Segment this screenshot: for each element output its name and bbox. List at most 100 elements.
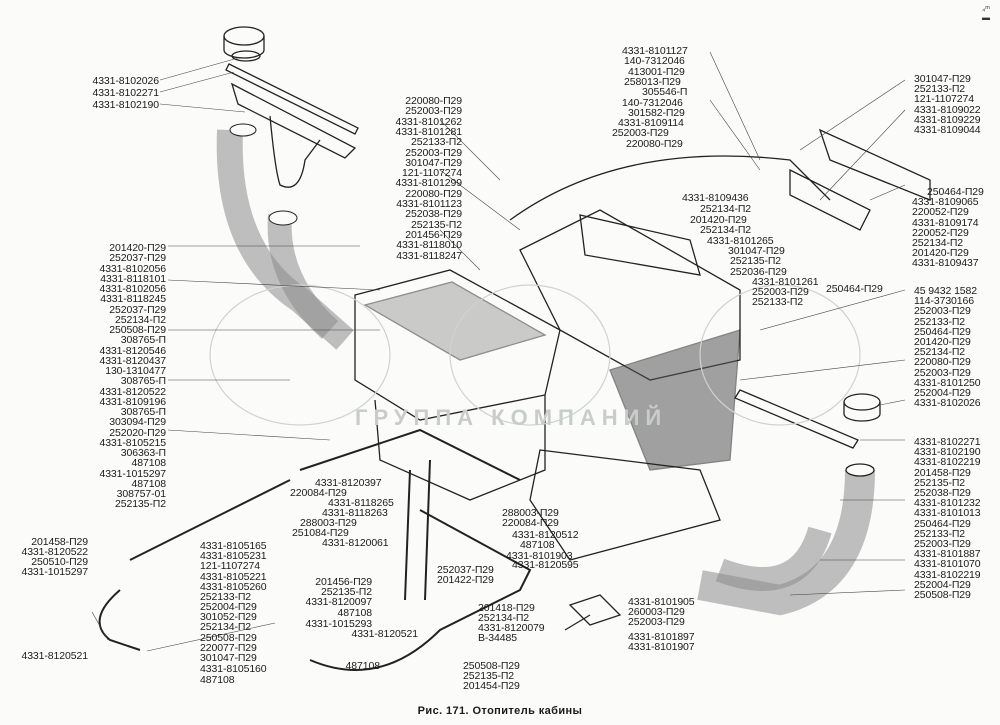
part-label: 487108 — [345, 660, 381, 672]
part-label: 252003-П29 — [612, 127, 669, 140]
leader-lines — [91, 51, 906, 652]
part-label: 4331-8118263 — [322, 507, 388, 519]
part-label: 220052-П29 — [912, 206, 969, 219]
pin — [564, 614, 591, 631]
part-label: 4331-8109174 — [912, 216, 979, 229]
part-label: 4331-8105221 — [200, 571, 267, 583]
part-label: 308757-01 — [116, 488, 166, 500]
figure-caption: Рис. 171. Отопитель кабины — [417, 705, 583, 717]
part-label: 4331-8105160 — [200, 663, 267, 675]
part-label: 4331-8120522 — [99, 385, 166, 398]
part-label: 4331-8102056 — [99, 262, 166, 275]
part-label: 250464-П29 — [914, 517, 971, 530]
part-label: 252134-П2 — [914, 346, 966, 359]
part-label: 4331-8101281 — [395, 125, 462, 138]
part-label: 4331-8109044 — [914, 124, 981, 136]
part-label: 4331-8120522 — [21, 546, 88, 558]
part-label: 4331-8109436 — [682, 192, 749, 204]
part-label: 252135-П2 — [914, 476, 966, 489]
part-label: 260003-П29 — [628, 606, 685, 618]
part-label: 4331-8120079 — [478, 622, 545, 634]
part-label: 252135-П2 — [463, 670, 515, 682]
part-label: 288003-П29 — [300, 517, 357, 529]
part-label: 201420-П29 — [914, 336, 971, 348]
part-label: 4331-8101250 — [914, 376, 981, 389]
part-label: 252003-П29 — [914, 538, 971, 550]
part-label: 252037-П29 — [437, 564, 494, 576]
part-label: 252003-П29 — [405, 146, 462, 159]
part-label: 4331-8102271 — [92, 87, 159, 99]
deflector-cap-right — [734, 389, 881, 449]
corrugated-hose-left — [216, 123, 354, 350]
part-label: 201454-П29 — [463, 680, 520, 692]
part-label: 4331-8120546 — [99, 344, 166, 357]
part-label: 4331-8101013 — [914, 507, 981, 520]
part-label: 487108 — [131, 477, 167, 490]
air-duct-bar-top-left — [225, 63, 359, 188]
heater-housing-center — [519, 209, 741, 561]
part-label: 201420-П29 — [912, 247, 969, 260]
part-label: 308765-П — [120, 375, 166, 388]
part-label: 4331-8101261 — [752, 276, 819, 288]
part-label: 201456-П29 — [315, 576, 372, 588]
part-label: 4331-8102026 — [92, 75, 159, 87]
part-label: 4331-8101070 — [914, 558, 981, 571]
part-label: 4331-8120437 — [99, 354, 166, 367]
part-label: 252003-П29 — [628, 616, 685, 628]
part-label: 252133-П2 — [410, 136, 462, 149]
part-label: 201458-П29 — [31, 536, 88, 548]
part-label: 251084-П29 — [292, 527, 349, 539]
part-label: 220052-П29 — [912, 226, 969, 239]
part-label: 487108 — [337, 607, 373, 619]
part-label: 303094-П29 — [109, 416, 166, 429]
part-label: 252003-П29 — [914, 366, 971, 379]
coolant-pipes — [98, 428, 532, 671]
part-label: 252133-П2 — [200, 591, 252, 603]
corner-mark: ₄ᵐ ▬ — [982, 4, 990, 22]
part-label: 252135-П2 — [730, 255, 782, 267]
part-label: 252003-П29 — [914, 305, 971, 318]
part-label: 4331-8120521 — [351, 628, 418, 640]
deflector-cap-top-left — [223, 26, 265, 62]
part-label: 4331-8101262 — [395, 115, 462, 128]
part-label: 121-1107274 — [914, 93, 975, 106]
part-label: 252133-П2 — [914, 527, 966, 540]
part-label: 250464-П29 — [826, 283, 883, 295]
part-label: 220080-П29 — [626, 137, 683, 150]
part-label: 4331-8109196 — [99, 395, 166, 408]
bracket — [568, 594, 622, 626]
heater-radiator-box-left — [354, 269, 561, 501]
part-label: 4331-8102026 — [914, 397, 981, 410]
part-label: 252037-П29 — [109, 252, 166, 265]
part-label: 250508-П29 — [463, 660, 520, 672]
part-label: 4331-8105165 — [200, 540, 267, 552]
part-label: 4331-8120512 — [512, 529, 579, 541]
part-label: 252134-П2 — [478, 612, 530, 624]
part-label: 252037-П29 — [109, 303, 166, 316]
part-label: 201456-П29 — [405, 228, 462, 241]
part-label: 308765-П — [120, 406, 166, 418]
part-label: 121-1107274 — [401, 167, 462, 180]
part-label: 4331-1015297 — [99, 467, 166, 480]
part-label: 250508-П29 — [109, 324, 166, 336]
part-label: 252135-П2 — [320, 586, 372, 598]
part-label: 252038-П29 — [405, 208, 462, 221]
part-label: 220077-П29 — [200, 642, 257, 654]
part-label: 301047-П29 — [728, 245, 785, 257]
part-label: 252004-П29 — [200, 601, 257, 613]
part-label: 45 9432 1582 — [914, 285, 978, 297]
part-label: 4331-8101127 — [622, 45, 688, 57]
part-label: 4331-8101232 — [914, 497, 981, 510]
part-label: 4331-8101887 — [914, 548, 981, 561]
part-label: 4331-8118245 — [100, 293, 166, 306]
part-label: 250510-П29 — [31, 556, 88, 568]
control-panel-right — [789, 128, 931, 231]
part-label: 252003-П29 — [405, 105, 462, 118]
part-label: 4331-8101907 — [628, 641, 695, 653]
part-label: 220084-П29 — [502, 517, 559, 529]
part-label: 140-7312046 — [622, 96, 683, 109]
part-label: 4331-8101903 — [506, 550, 573, 562]
part-label: 201420-П29 — [109, 242, 166, 254]
part-label: 121-1107274 — [200, 560, 261, 572]
